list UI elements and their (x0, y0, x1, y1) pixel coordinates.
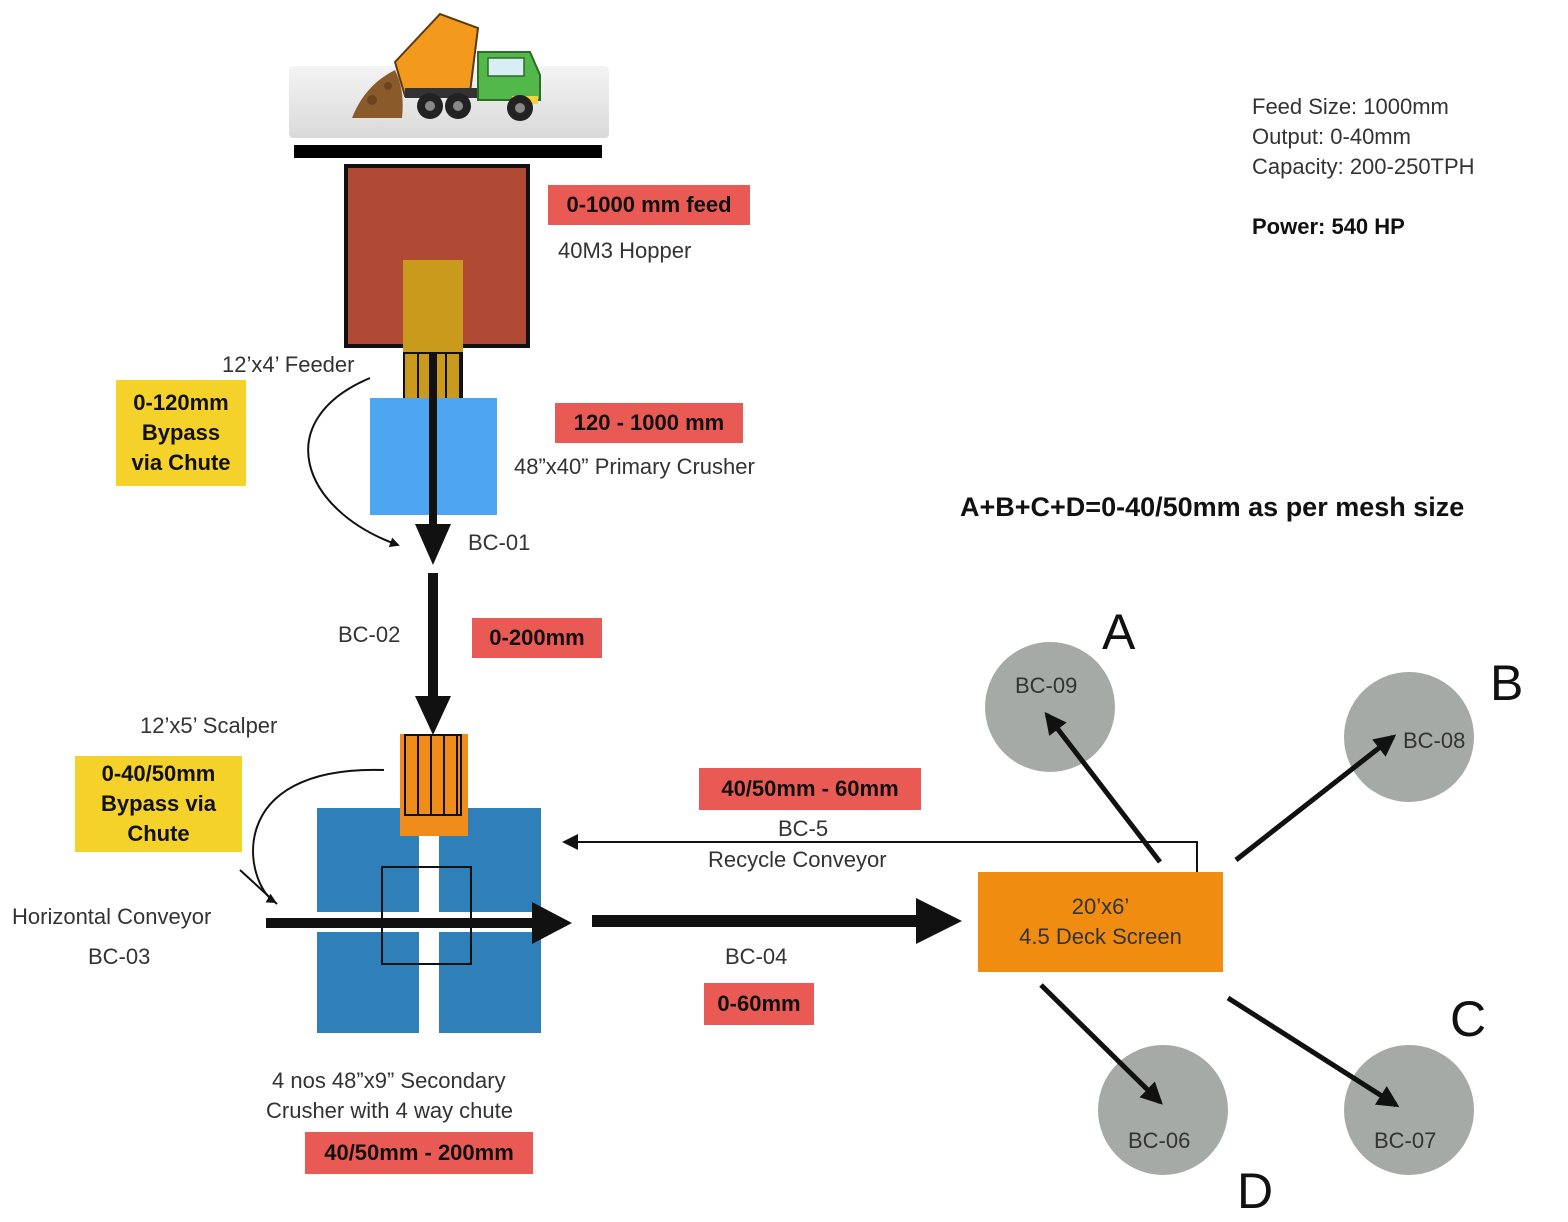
scalper-grid (404, 734, 462, 816)
bc01-label: BC-01 (468, 530, 531, 555)
horizontal-conveyor-label: Horizontal Conveyor (12, 904, 212, 929)
primary-label: 48”x40” Primary Crusher (514, 454, 755, 479)
bc04-size-tag: 0-60mm (704, 983, 814, 1025)
output-b-letter: B (1490, 655, 1524, 711)
bc5-label: BC-5 (778, 816, 829, 841)
output-circle-c (1344, 1045, 1474, 1175)
recycle-conveyor-label: Recycle Conveyor (708, 847, 887, 872)
bc01-arrow-head (415, 524, 451, 565)
bc03-label: BC-03 (88, 944, 151, 969)
secondary-size-tag: 40/50mm - 200mm (305, 1132, 533, 1174)
output-d-letter: D (1237, 1163, 1274, 1219)
bypass-1-line3: via Chute (131, 450, 231, 475)
spec-power: Power: 540 HP (1252, 214, 1405, 239)
secondary-label-1: 4 nos 48”x9” Secondary (272, 1068, 506, 1093)
bypass-2-line2: Bypass via (101, 791, 216, 816)
bypass-1-line1: 0-120mm (133, 390, 229, 415)
truck-platform (289, 66, 609, 138)
bc04-label: BC-04 (725, 944, 788, 969)
output-c-code: BC-07 (1374, 1128, 1437, 1153)
feeder-label: 12’x4’ Feeder (222, 352, 355, 377)
secondary-crusher-4 (439, 932, 541, 1033)
bypass-tag-1: 0-120mm Bypass via Chute (116, 380, 246, 486)
bypass-2-line3: Chute (127, 821, 190, 846)
hopper-label: 40M3 Hopper (558, 238, 692, 263)
four-way-chute (381, 866, 472, 965)
output-circle-d (1098, 1045, 1228, 1175)
bypass-1-line2: Bypass (141, 420, 221, 445)
truck-platform-bar (294, 145, 602, 158)
bc02-arrow-head (415, 696, 451, 735)
output-b-code: BC-08 (1403, 728, 1466, 753)
secondary-crusher-3 (317, 932, 419, 1033)
bypass-2-line1: 0-40/50mm (101, 761, 216, 786)
output-a-letter: A (1102, 604, 1136, 660)
spec-feed-size: Feed Size: 1000mm (1252, 94, 1449, 119)
hopper-size-tag: 0-1000 mm feed (548, 185, 750, 225)
deck-screen-box: 20’x6’ 4.5 Deck Screen (978, 872, 1223, 972)
secondary-label-2: Crusher with 4 way chute (266, 1098, 513, 1123)
output-c-letter: C (1450, 991, 1487, 1047)
recycle-arrow-head (562, 834, 578, 850)
formula-text: A+B+C+D=0-40/50mm as per mesh size (960, 492, 1465, 522)
primary-size-tag: 120 - 1000 mm (555, 403, 743, 443)
recycle-size-tag: 40/50mm - 60mm (699, 768, 921, 810)
output-d-code: BC-06 (1128, 1128, 1191, 1153)
primary-crusher-box (370, 398, 497, 515)
spec-output: Output: 0-40mm (1252, 124, 1411, 149)
output-circle-a (985, 642, 1115, 772)
bc02-label: BC-02 (338, 622, 401, 647)
scalper-label: 12’x5’ Scalper (140, 713, 278, 738)
bypass-tag-2: 0-40/50mm Bypass via Chute (75, 756, 242, 852)
feeder-box (403, 260, 463, 360)
screen-line1: 20’x6’ (1071, 894, 1130, 919)
output-a-code: BC-09 (1015, 673, 1078, 698)
feeder-grid (403, 352, 463, 400)
screen-line2: 4.5 Deck Screen (1019, 924, 1182, 949)
spec-capacity: Capacity: 200-250TPH (1252, 154, 1475, 179)
bc04-arrow-head (916, 898, 962, 944)
bc02-size-tag: 0-200mm (472, 618, 602, 658)
